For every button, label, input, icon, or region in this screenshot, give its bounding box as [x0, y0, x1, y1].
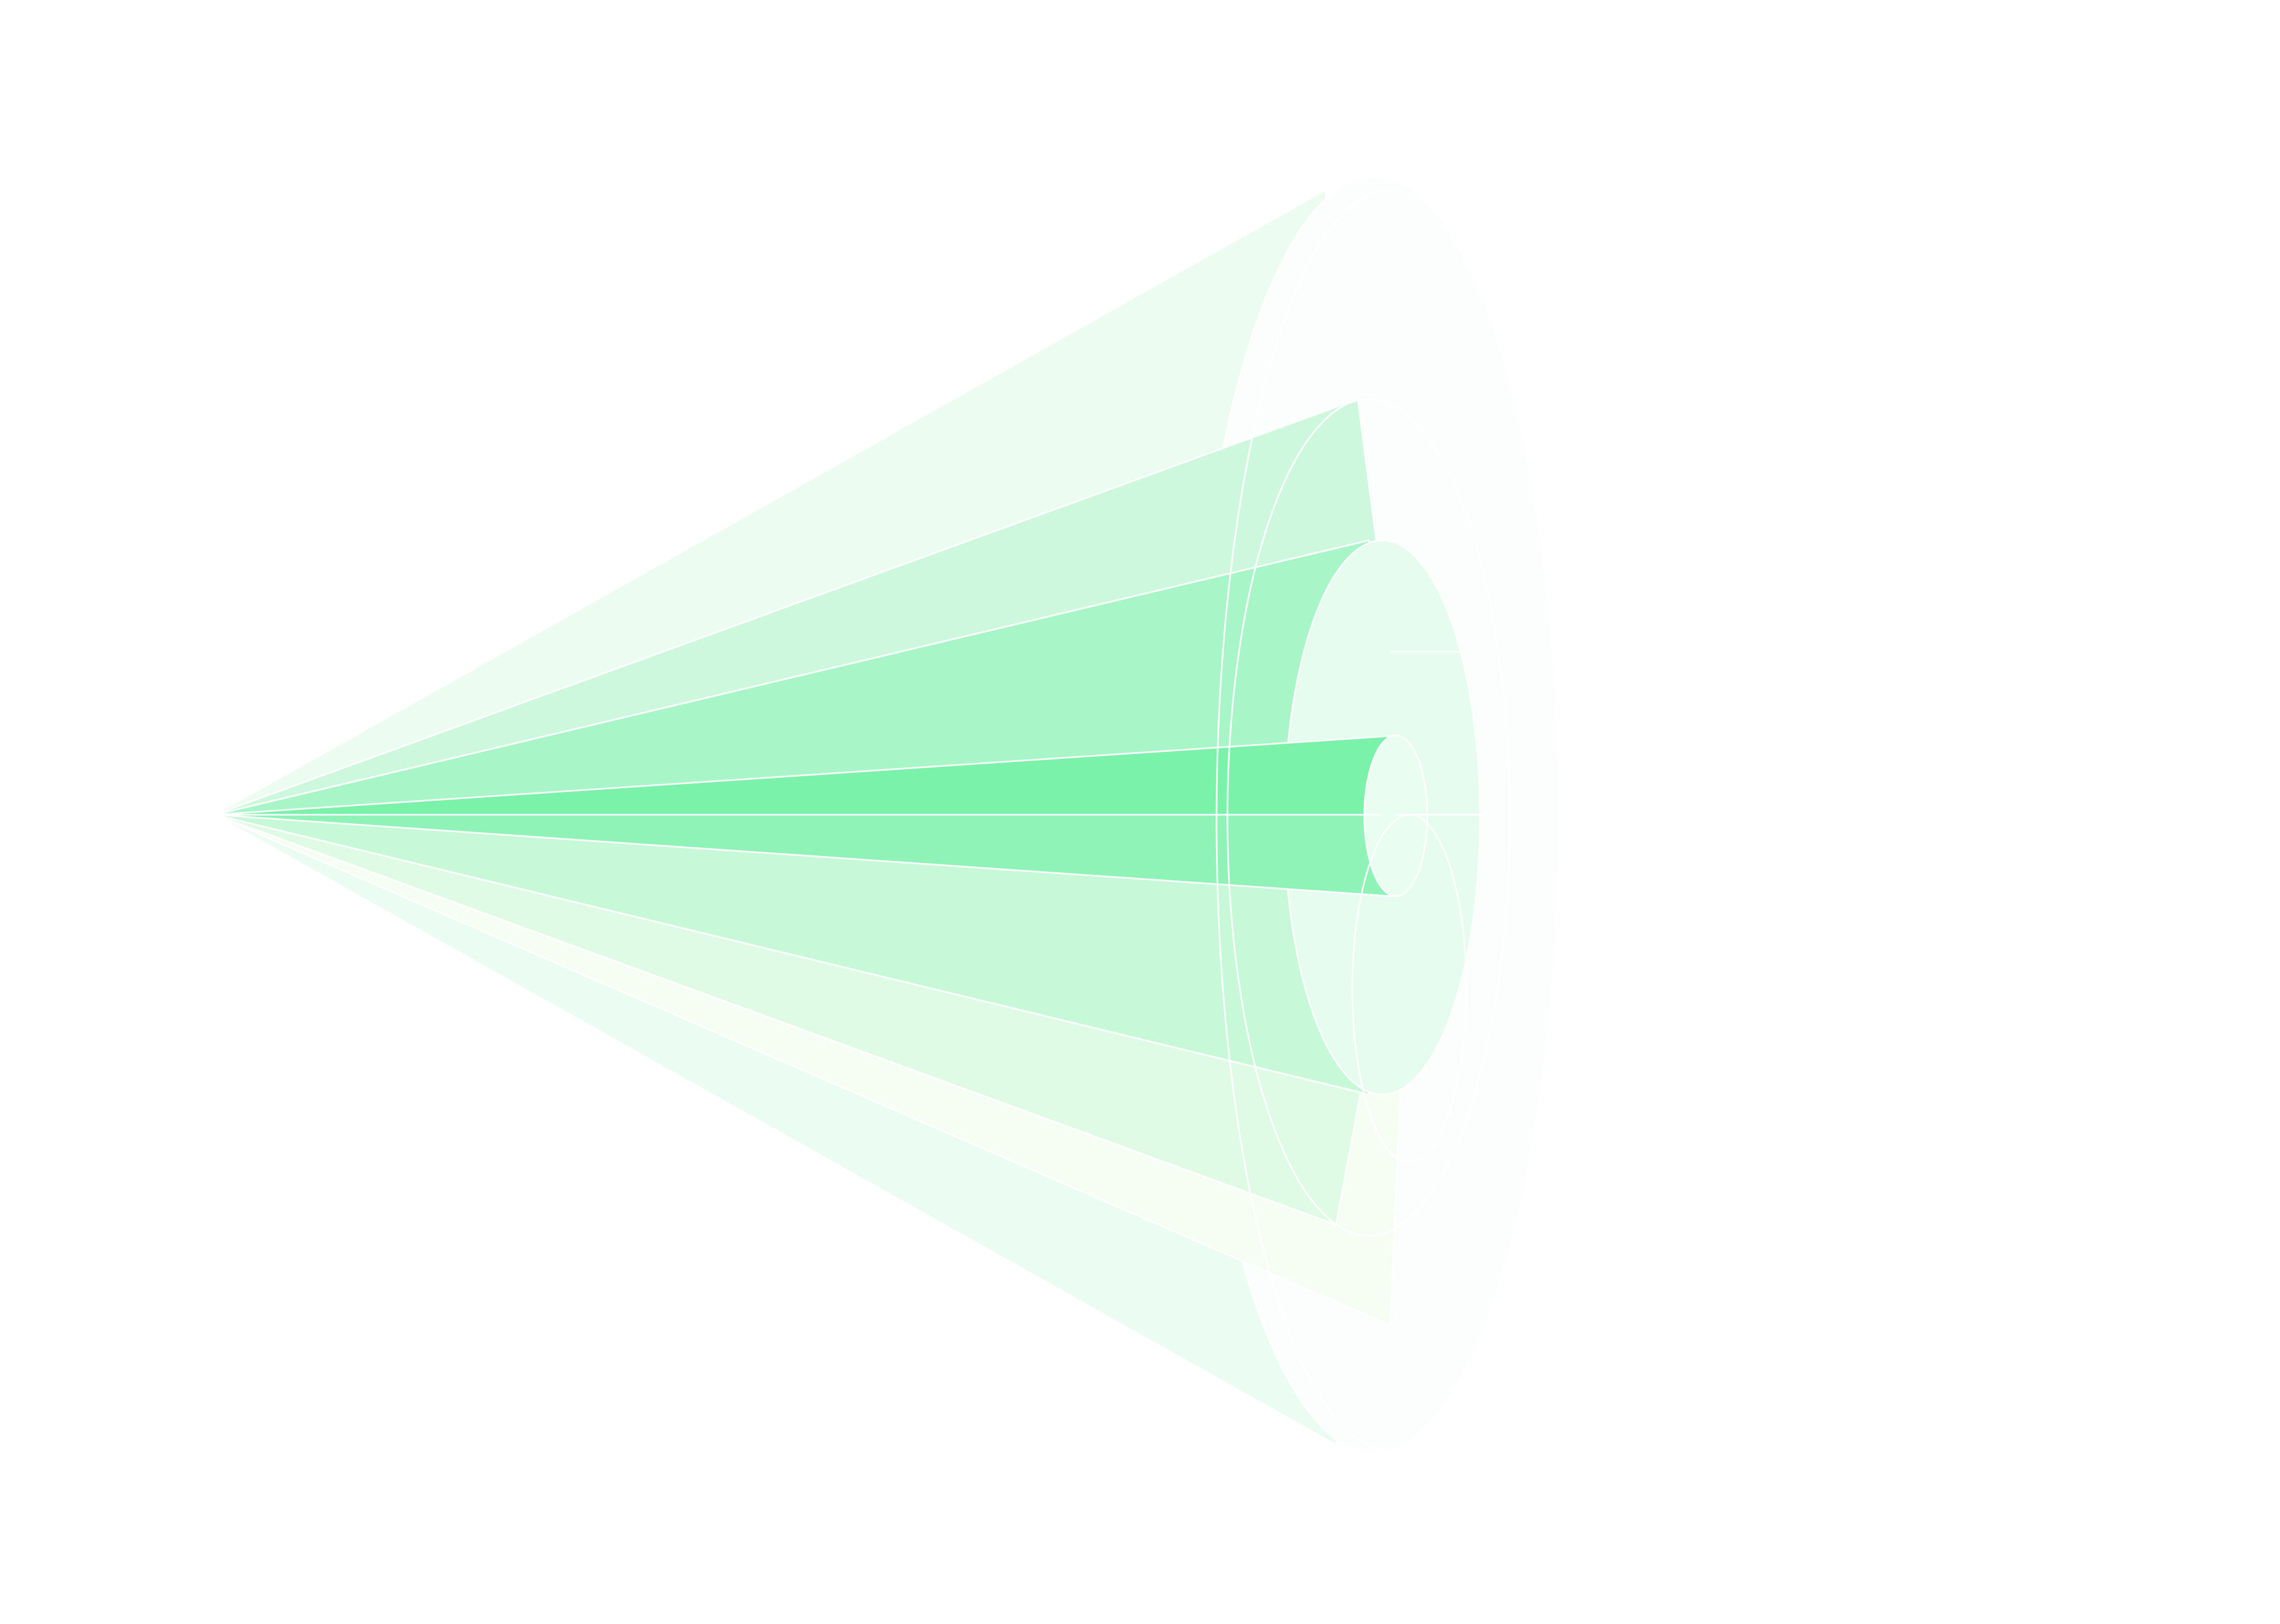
- cone-ring-core: [1363, 734, 1428, 897]
- cone-guide-ring-2: [1226, 398, 1511, 1237]
- cone-guide-ring-1: [1215, 189, 1565, 1451]
